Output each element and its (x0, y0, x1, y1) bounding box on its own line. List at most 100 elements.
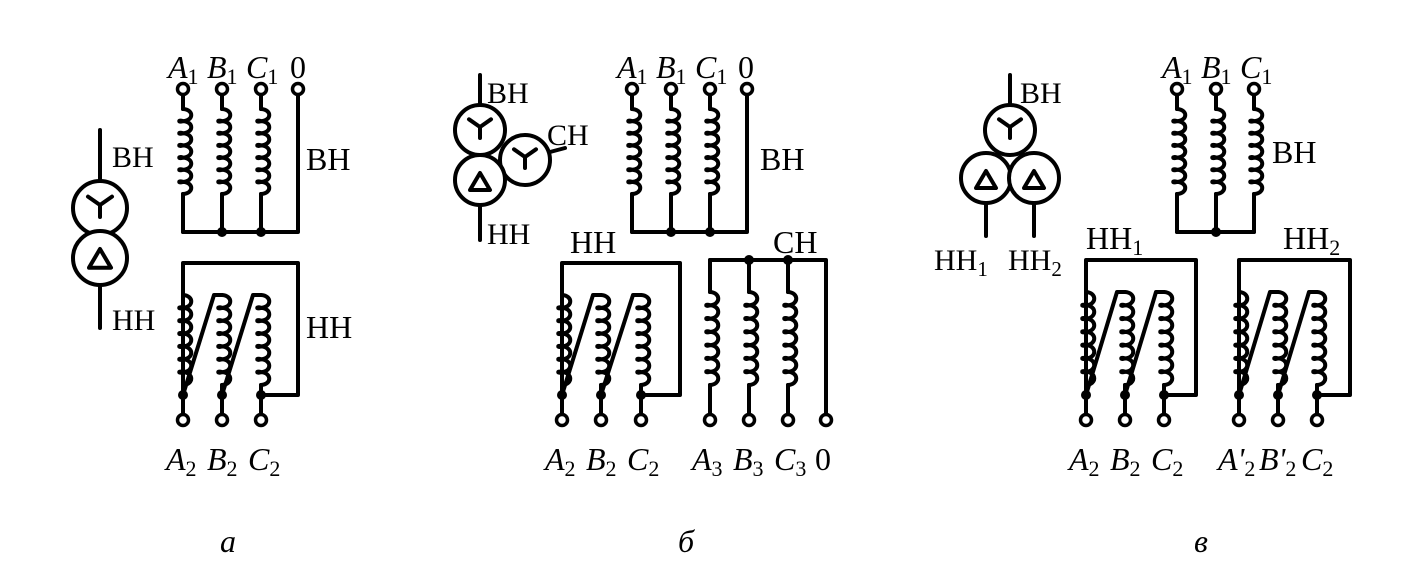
delta-diag (1123, 290, 1166, 397)
wye-icon (997, 117, 1023, 140)
terminal-label-a2: A2 (164, 441, 197, 481)
terminal (175, 81, 191, 97)
terminal-label-c1: C1 (695, 49, 727, 89)
junction-dot (178, 390, 188, 400)
terminal-label-neutral: 0 (738, 49, 754, 85)
winding-coil (595, 293, 612, 387)
terminal-label-b2-prime: B'2 (1259, 441, 1296, 481)
symbol-lv-label: НН (112, 304, 155, 337)
star-point-wire (708, 258, 828, 416)
terminal-label-a2: A2 (543, 441, 576, 481)
lv-winding-label: НН (306, 309, 352, 345)
lv-winding-label: НН (570, 224, 616, 260)
panel-c: A1 B1 C1 ВН НН1 НН2 ВН НН1 НН2 A2 B2 C2 (934, 49, 1340, 559)
terminal-label-b1: B1 (207, 49, 238, 89)
terminal-label-b2: B2 (207, 441, 238, 481)
winding-coil (1171, 107, 1188, 196)
junction-dot (1312, 390, 1322, 400)
delta-diag (181, 293, 224, 397)
terminal (1208, 81, 1224, 97)
winding-coil (704, 290, 721, 387)
winding-coil (177, 293, 194, 387)
symbol-lv1-circle (959, 151, 1013, 205)
symbol-lv2-label: НН2 (1008, 244, 1062, 281)
terminal (253, 81, 269, 97)
delta-wire (1084, 258, 1198, 397)
lv1-winding-label: НН1 (1086, 220, 1143, 260)
terminal (624, 81, 640, 97)
delta-diag (599, 293, 643, 397)
terminal (1270, 412, 1286, 428)
delta-diag (220, 293, 263, 397)
symbol-lv-label: НН (487, 218, 530, 251)
terminal-label-b2: B2 (1110, 441, 1141, 481)
terminal (633, 412, 649, 428)
junction-dot (1081, 390, 1091, 400)
junction-dot (666, 227, 676, 237)
winding-coil (1158, 290, 1175, 387)
winding-coil (1272, 290, 1289, 387)
delta-icon (974, 169, 998, 190)
winding-coil (216, 107, 233, 196)
terminal (741, 412, 757, 428)
delta-icon (87, 247, 113, 270)
winding-coil (177, 107, 194, 196)
winding-coil (1119, 290, 1136, 387)
junction-dot (744, 255, 754, 265)
neutral-wire (630, 92, 749, 234)
delta-diag (1276, 290, 1319, 397)
terminal (780, 412, 796, 428)
winding-coil (743, 290, 760, 387)
terminal (702, 81, 718, 97)
neutral-terminal (818, 412, 834, 428)
terminal (663, 81, 679, 97)
junction-dot (217, 390, 227, 400)
junction-dot (1211, 227, 1221, 237)
terminal (1231, 412, 1247, 428)
junction-dot (596, 390, 606, 400)
neutral-terminal (739, 81, 755, 97)
junction-dot (636, 390, 646, 400)
terminal (1169, 81, 1185, 97)
wye-icon (86, 194, 114, 219)
winding-coil (1210, 107, 1227, 196)
terminal-label-b3: B3 (733, 441, 764, 481)
terminal (593, 412, 609, 428)
terminal-label-c2-second: C2 (1301, 441, 1333, 481)
symbol-lv1-label: НН1 (934, 244, 988, 281)
neutral-wire (181, 92, 300, 234)
winding-coil (1233, 290, 1250, 387)
symbol-lv2-circle (1007, 151, 1061, 205)
terminal (1117, 412, 1133, 428)
symbol-hv-label: ВН (112, 141, 154, 174)
symbol-lead-mid (548, 146, 567, 154)
terminal-label-a1: A1 (615, 49, 648, 89)
terminal-label-c3: C3 (774, 441, 806, 481)
terminal (253, 412, 269, 428)
delta-diag (560, 293, 603, 397)
symbol-hv-label: ВН (1020, 77, 1062, 110)
delta-icon (468, 171, 492, 192)
terminal (1246, 81, 1262, 97)
delta-diag (1084, 290, 1127, 397)
neutral-terminal (290, 81, 306, 97)
panel-b: A1 B1 C1 0 ВН НН СН ВН СН НН A2 B2 C2 A3… (487, 49, 831, 559)
terminal-label-c2: C2 (627, 441, 659, 481)
junction-dot (705, 227, 715, 237)
terminal-label-a2-prime: A'2 (1216, 441, 1255, 481)
wye-icon (467, 117, 493, 140)
junction-dot (783, 255, 793, 265)
terminal (1078, 412, 1094, 428)
symbol-lv-circle (71, 229, 129, 287)
lv2-winding-label: НН2 (1283, 220, 1340, 260)
junction-dot (217, 227, 227, 237)
terminal-label-c2: C2 (1151, 441, 1183, 481)
terminal (175, 412, 191, 428)
winding-coil (1080, 290, 1097, 387)
winding-coil (255, 293, 272, 387)
junction-dot (1159, 390, 1169, 400)
terminal-label-c1: C1 (1240, 49, 1272, 89)
winding-coil (665, 107, 682, 196)
panel-caption-a: а (220, 523, 236, 559)
